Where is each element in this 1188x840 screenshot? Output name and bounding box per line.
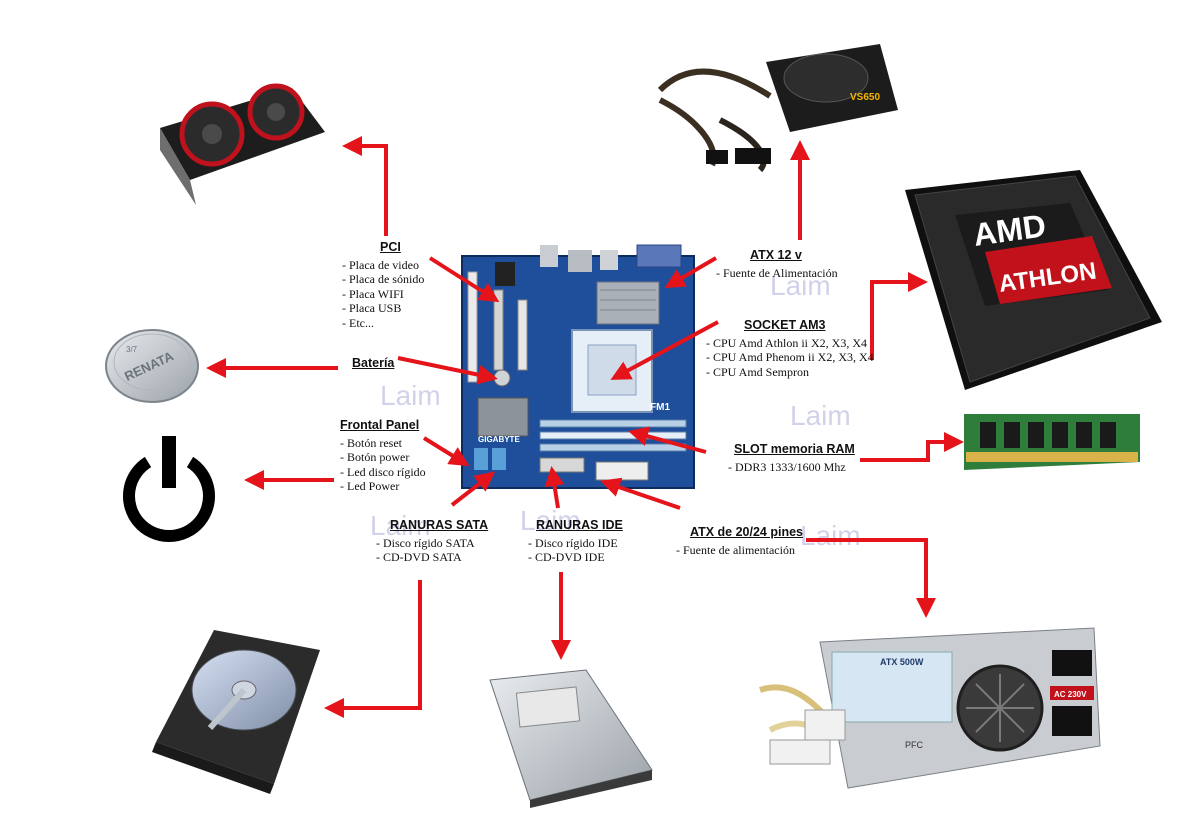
label-item: - DDR3 1333/1600 Mhz xyxy=(728,459,846,474)
psu-top-image: VS650 xyxy=(657,44,898,173)
label-title: SLOT memoria RAM xyxy=(734,442,855,456)
arrow-socket-cpu xyxy=(870,272,928,360)
label-item: - Placa WIFI xyxy=(342,286,404,301)
psu-bottom-image: ATX 500W AC 230V PFC xyxy=(759,627,1101,789)
motherboard-brand: GIGABYTE xyxy=(478,435,520,444)
label-item: - CD-DVD IDE xyxy=(528,550,605,564)
label-item: - Led Power xyxy=(340,479,400,493)
psu-bottom-model: ATX 500W xyxy=(880,657,924,667)
battery-sub: 3/7 xyxy=(126,345,138,354)
watermark: Laim xyxy=(520,505,581,536)
arrow-ide-board xyxy=(544,466,565,509)
battery-image: RENATA 3/7 xyxy=(105,329,199,403)
label-item: - Placa de sónido xyxy=(342,272,425,286)
label-item: - CD-DVD SATA xyxy=(376,550,462,564)
amd-cpu-image: AMD ATHLON xyxy=(905,170,1162,390)
arrow-pci-board xyxy=(428,256,500,303)
hdd-sata-image xyxy=(152,630,320,794)
label-item: - Placa USB xyxy=(342,301,402,315)
motherboard-chip: FM1 xyxy=(650,402,670,413)
arrow-sata-hdd xyxy=(324,580,422,718)
label-bateria: Batería xyxy=(352,356,394,374)
label-item: - Botón power xyxy=(340,450,410,464)
label-atx24: ATX de 20/24 pines - Fuente de alimentac… xyxy=(676,525,803,557)
arrow-frontal-board xyxy=(422,436,470,467)
watermark: Laim xyxy=(380,380,441,411)
label-item: - Etc... xyxy=(342,315,374,330)
psu-bottom-sub: PFC xyxy=(905,740,924,750)
label-item: - Fuente de Alimentación xyxy=(716,265,838,280)
label-item: - CPU Amd Athlon ii X2, X3, X4 xyxy=(706,335,868,350)
label-item: - CPU Amd Sempron xyxy=(706,364,810,379)
label-sata: RANURAS SATA - Disco rígido SATA - CD-DV… xyxy=(376,518,488,565)
label-title: PCI xyxy=(380,240,401,254)
label-item: - Disco rígido SATA xyxy=(376,535,475,550)
label-frontal: Frontal Panel - Botón reset - Botón powe… xyxy=(340,418,426,494)
label-pci: PCI - Placa de video - Placa de sónido -… xyxy=(342,240,424,330)
label-ram: SLOT memoria RAM - DDR3 1333/1600 Mhz xyxy=(728,442,855,474)
label-title: Frontal Panel xyxy=(340,418,420,432)
label-socket: SOCKET AM3 - CPU Amd Athlon ii X2, X3, X… xyxy=(706,318,874,379)
motherboard-image: GIGABYTE FM1 xyxy=(461,244,695,489)
psu-bottom-voltage: AC 230V xyxy=(1054,690,1087,699)
label-item: - Fuente de alimentación xyxy=(676,542,795,557)
watermark: Laim xyxy=(800,520,861,551)
label-title: SOCKET AM3 xyxy=(744,318,826,332)
label-item: - Disco rígido IDE xyxy=(528,535,618,550)
arrow-atx12-board xyxy=(664,256,718,289)
graphics-card-image xyxy=(160,83,325,205)
watermark: Laim xyxy=(370,510,431,541)
label-title: RANURAS IDE xyxy=(536,518,623,532)
connector-arrows xyxy=(206,136,964,718)
label-item: - Botón reset xyxy=(340,435,402,450)
label-title: ATX de 20/24 pines xyxy=(690,525,804,539)
arrow-atx24-board xyxy=(600,477,681,510)
label-item: - Placa de video xyxy=(342,257,419,272)
label-title: RANURAS SATA xyxy=(390,518,489,532)
arrow-atx24-psu xyxy=(806,538,936,618)
power-icon xyxy=(123,436,215,543)
label-ide: RANURAS IDE - Disco rígido IDE - CD-DVD … xyxy=(528,518,623,565)
arrow-ram-board xyxy=(628,426,707,454)
arrow-socket-board xyxy=(610,320,719,380)
label-item: - Led disco rígido xyxy=(340,464,426,479)
arrow-bateria-board xyxy=(397,356,498,385)
label-item: - CPU Amd Phenom ii X2, X3, X4 xyxy=(706,350,874,364)
psu-top-model: VS650 xyxy=(850,92,880,103)
label-title: ATX 12 v xyxy=(750,248,802,262)
arrow-sata-board xyxy=(450,471,496,507)
watermark: Laim xyxy=(770,270,831,301)
label-title: Batería xyxy=(352,356,395,370)
label-atx12: ATX 12 v - Fuente de Alimentación xyxy=(716,248,838,280)
arrow-pci-gpu xyxy=(342,136,388,236)
ram-stick-image xyxy=(964,414,1140,470)
watermark: Laim xyxy=(790,400,851,431)
arrow-ram-stick xyxy=(860,432,964,462)
hdd-ide-image xyxy=(489,669,653,808)
